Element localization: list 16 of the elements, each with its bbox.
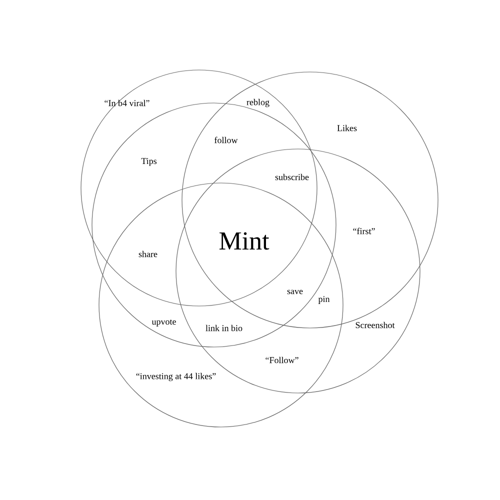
region-label: link in bio bbox=[206, 324, 242, 332]
region-label: “first” bbox=[353, 228, 375, 234]
center-label: Mint bbox=[219, 232, 270, 250]
region-label: upvote bbox=[152, 320, 176, 326]
region-label: pin bbox=[318, 296, 330, 304]
region-label: share bbox=[138, 250, 158, 258]
region-label: Likes bbox=[337, 124, 357, 132]
region-label: follow bbox=[214, 136, 238, 144]
region-label: reblog bbox=[246, 98, 270, 108]
region-label: subscribe bbox=[275, 174, 309, 180]
region-label: “Follow” bbox=[266, 356, 298, 364]
region-label: save bbox=[287, 290, 303, 294]
region-label: Tips bbox=[141, 158, 157, 166]
region-label: “In b4 viral” bbox=[104, 100, 150, 106]
region-label: Screenshot bbox=[356, 322, 395, 328]
region-label: “investing at 44 likes” bbox=[136, 372, 216, 382]
